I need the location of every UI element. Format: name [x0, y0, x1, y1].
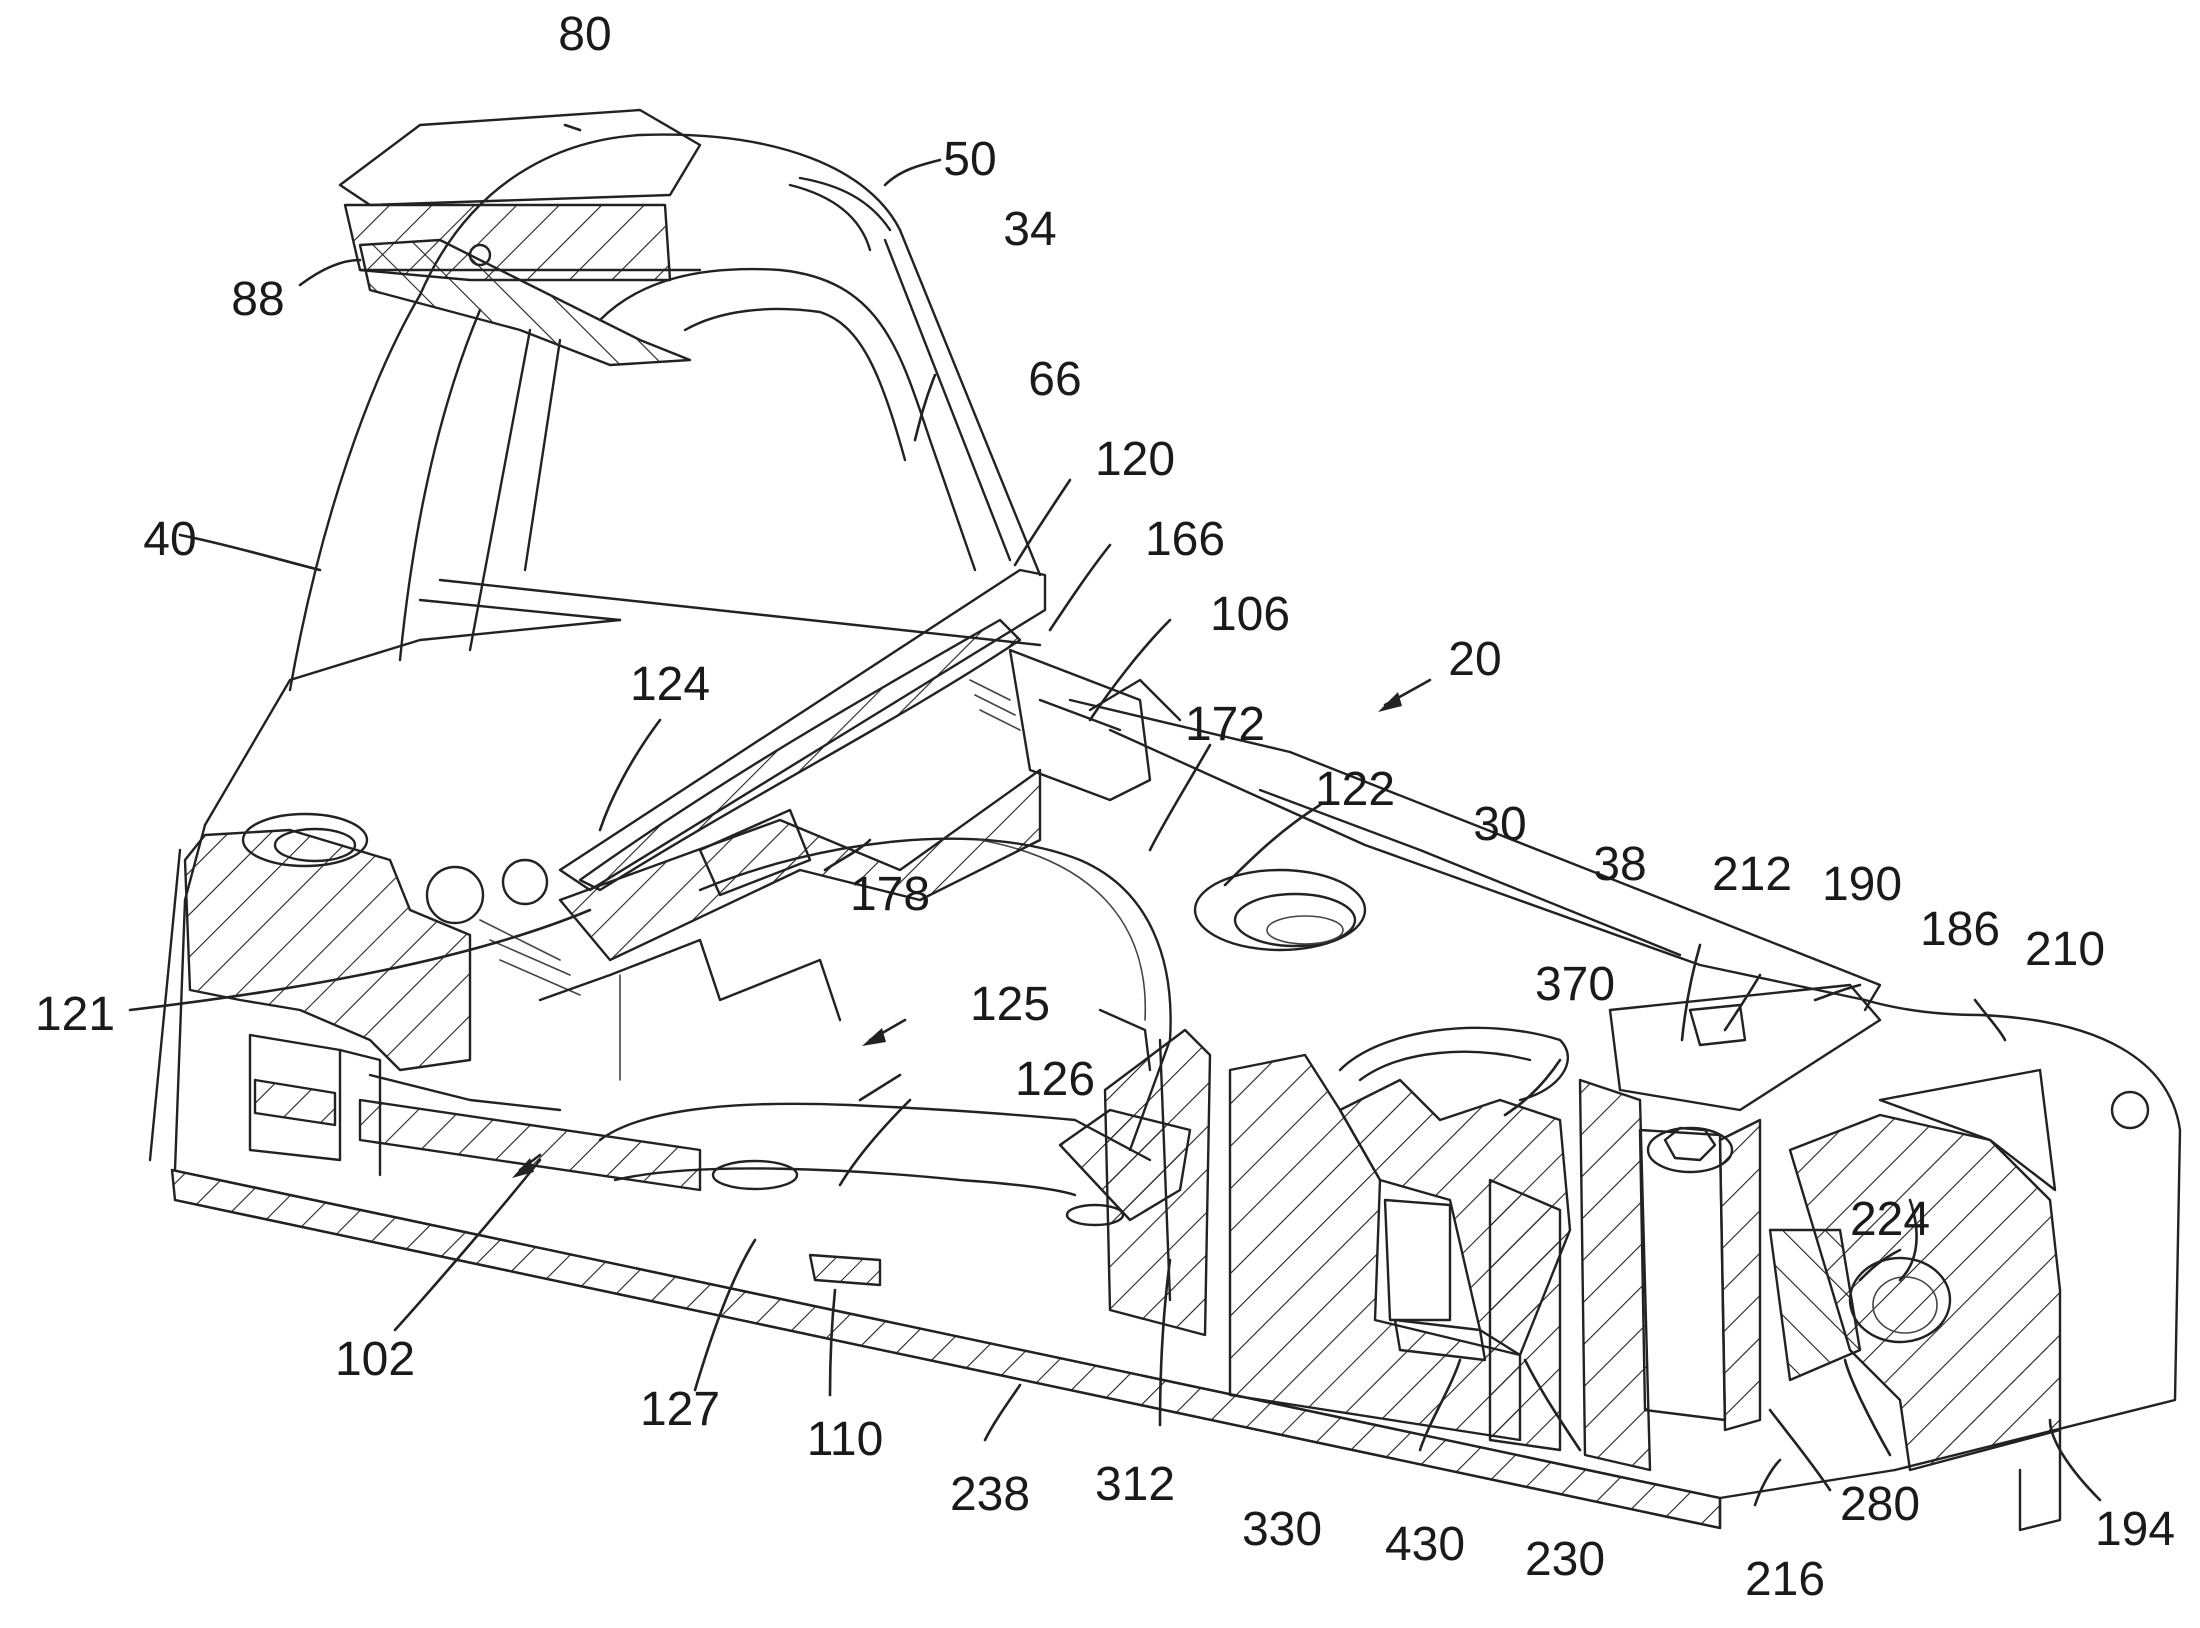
cavity-floor	[600, 1104, 1190, 1285]
ref-label-172: 172	[1185, 698, 1265, 751]
ref-label-127: 127	[640, 1383, 720, 1436]
ref-label-20: 20	[1448, 633, 1501, 686]
ref-label-34: 34	[1003, 203, 1056, 256]
ref-label-238: 238	[950, 1468, 1030, 1521]
ref-label-80: 80	[558, 8, 611, 61]
ref-label-190: 190	[1822, 858, 1902, 911]
section-330	[1230, 1028, 1570, 1450]
ref-label-166: 166	[1145, 513, 1225, 566]
ref-label-330: 330	[1242, 1503, 1322, 1556]
ref-label-124: 124	[630, 658, 710, 711]
ref-label-230: 230	[1525, 1533, 1605, 1586]
ref-label-126: 126	[1015, 1053, 1095, 1106]
ref-label-224: 224	[1850, 1193, 1930, 1246]
ref-label-280: 280	[1840, 1478, 1920, 1531]
ref-label-50: 50	[943, 133, 996, 186]
ref-label-216: 216	[1745, 1553, 1825, 1606]
ref-label-121: 121	[35, 988, 115, 1041]
ref-label-186: 186	[1920, 903, 2000, 956]
ref-label-38: 38	[1593, 838, 1646, 891]
right-block	[1770, 1000, 2180, 1530]
ref-label-110: 110	[807, 1413, 884, 1466]
wall-312	[1105, 1030, 1210, 1335]
ref-label-370: 370	[1535, 958, 1615, 1011]
ref-label-194: 194	[2095, 1503, 2175, 1556]
ref-label-120: 120	[1095, 433, 1175, 486]
ref-label-30: 30	[1473, 798, 1526, 851]
ref-label-88: 88	[231, 273, 284, 326]
ref-label-125: 125	[970, 978, 1050, 1031]
ref-label-40: 40	[143, 513, 196, 566]
ref-label-430: 430	[1385, 1518, 1465, 1571]
ref-label-212: 212	[1712, 848, 1792, 901]
ref-label-122: 122	[1315, 763, 1395, 816]
ref-label-106: 106	[1210, 588, 1290, 641]
center-section	[540, 770, 1040, 1080]
ref-label-312: 312	[1095, 1458, 1175, 1511]
ref-label-102: 102	[335, 1333, 415, 1386]
ref-label-210: 210	[2025, 923, 2105, 976]
lever	[427, 570, 1180, 995]
ref-label-66: 66	[1028, 353, 1081, 406]
ref-label-178: 178	[850, 868, 930, 921]
